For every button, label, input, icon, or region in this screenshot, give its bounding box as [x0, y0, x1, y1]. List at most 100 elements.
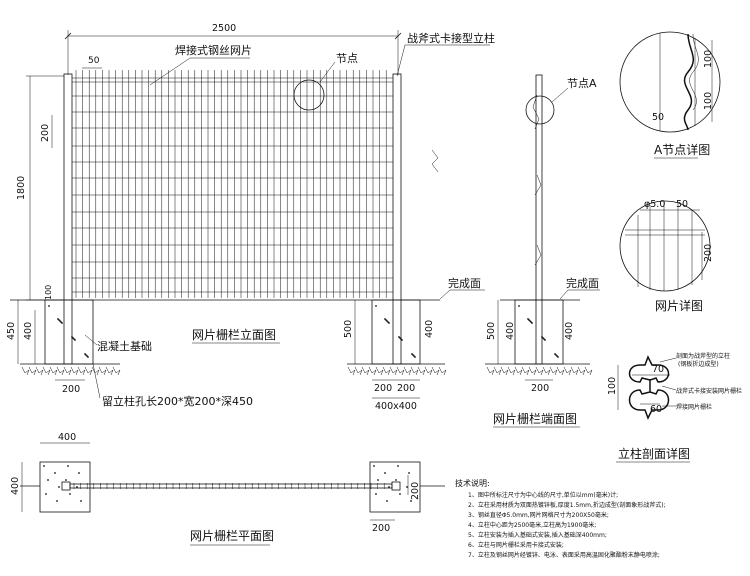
gravel-mark	[105, 366, 114, 376]
gravel-mark	[493, 366, 502, 376]
left-post	[63, 73, 73, 365]
gravel-mark	[56, 366, 65, 376]
dim-sec-60: 60	[650, 404, 662, 415]
gravel-mark	[431, 366, 440, 376]
node-a-circle	[525, 95, 555, 125]
dim-200-right-a: 200	[374, 383, 392, 394]
label-mesh: 焊接式钢丝网片	[175, 43, 252, 57]
plan-concrete-dot	[78, 472, 80, 474]
concrete-dot	[384, 318, 386, 320]
plan-concrete-dot	[69, 493, 71, 495]
gravel-mark	[556, 366, 565, 376]
dim-height: 1800	[16, 176, 27, 200]
dim-sec-70: 70	[652, 364, 664, 375]
plan-concrete-dot	[373, 465, 375, 467]
plan-mesh-ticks	[73, 483, 385, 489]
gravel-mark	[424, 366, 433, 376]
plan-hatch	[43, 465, 412, 502]
gravel-mark	[570, 366, 579, 376]
gravel-mark	[63, 366, 72, 376]
gravel-mark	[438, 366, 447, 376]
plan-concrete-dot	[406, 486, 408, 488]
gravel-mark	[77, 366, 86, 376]
gravel-mark	[417, 366, 426, 376]
caption-plan: 网片栅栏平面图	[190, 528, 274, 543]
mesh-verticals	[75, 70, 387, 298]
gravel-mark	[49, 366, 58, 376]
dim-node-100a: 100	[703, 50, 714, 68]
concrete-dot	[527, 318, 529, 320]
gravel-mark	[35, 366, 44, 376]
plan-concrete-dot	[375, 493, 377, 495]
plan-post-left	[61, 481, 71, 491]
note-item: 3、钢丝直径Φ5.0mm,网片网格尺寸为200X50毫米;	[468, 511, 609, 519]
gravel-mark	[84, 366, 93, 376]
concrete-dot	[48, 305, 50, 307]
dim-sec-100: 100	[607, 377, 618, 395]
dim-400-end: 400	[505, 322, 516, 340]
mesh-detail: φ5.0 50 200 网片详图	[619, 199, 714, 313]
dim-width: 2500	[212, 23, 236, 34]
concrete-dot	[375, 305, 377, 307]
caption-mesh: 网片详图	[655, 298, 703, 313]
plan-post-right	[391, 481, 401, 491]
gravel-mark	[389, 366, 398, 376]
plan-concrete-dot	[65, 479, 67, 481]
dim-node-50: 50	[652, 112, 664, 123]
label-hole: 留立柱孔长200*宽200*深450	[102, 394, 253, 408]
plan-concrete-dot	[388, 486, 390, 488]
end-post	[535, 74, 543, 365]
node-detail-circle	[619, 31, 721, 133]
dim-phi: φ5.0	[644, 199, 665, 210]
note-item: 6、立柱与网片栅栏采用卡接式安装;	[468, 541, 564, 549]
gravel-mark	[521, 366, 530, 376]
dim-400-right: 400	[424, 320, 435, 338]
plan-concrete-dot	[410, 500, 412, 502]
plan-concrete-dot	[399, 493, 401, 495]
node-detail: 100 100 50 A节点详图	[619, 31, 721, 159]
gravel-mark	[91, 366, 100, 376]
dim-plan-400a: 400	[58, 432, 76, 443]
plan-concrete-dot	[408, 472, 410, 474]
note-sec-2: 战斧式卡接安装网片栅栏	[676, 387, 742, 395]
dim-spacing: 50	[88, 56, 100, 66]
concrete-dot	[554, 353, 556, 355]
gravel-mark	[584, 366, 593, 376]
note-item: 2、立柱采用材质为双面热镀锌板,厚度1.5mm,折边成型(剖面象形战斧式);	[468, 501, 666, 509]
dim-500-right: 500	[343, 320, 354, 338]
concrete-dot	[84, 353, 86, 355]
gravel-mark	[42, 366, 51, 376]
plan-concrete-dot	[397, 465, 399, 467]
gravel-mark	[486, 366, 495, 376]
post-section: 70 100 60 剖面为战斧型的立柱 (钢板折边成型) 战斧式卡接安装网片栅栏…	[607, 352, 742, 463]
gravel-mark	[361, 366, 370, 376]
note-item: 5、立柱安装为插入基础式安装,插入基础深400mm;	[468, 531, 607, 539]
mesh-detail-circle	[619, 200, 711, 292]
concrete-dot	[57, 318, 59, 320]
gravel-mark	[375, 366, 384, 376]
gravel-mark	[382, 366, 391, 376]
plan-concrete-dot	[80, 500, 82, 502]
mesh-horizontals	[72, 77, 393, 293]
technical-notes: 技术说明: 1、图中所标注尺寸为中心线的尺寸,单位以mm(毫米)计; 2、立柱采…	[455, 478, 666, 559]
caption-elevation: 网片栅栏立面图	[192, 327, 276, 342]
dim-mesh-200: 200	[703, 244, 714, 262]
gravel-mark	[98, 366, 107, 376]
dim-plan-400b: 400	[10, 477, 21, 495]
dim-panel: 200	[40, 124, 51, 142]
gravel-mark	[500, 366, 509, 376]
plan-concrete-dot	[45, 493, 47, 495]
post-profile	[628, 355, 670, 420]
gravel-mark	[563, 366, 572, 376]
dim-400x400: 400x400	[375, 401, 417, 412]
dim-foot-450: 450	[6, 322, 17, 340]
dim-mesh-50: 50	[676, 199, 688, 210]
notes-title: 技术说明:	[455, 478, 490, 488]
note-sec-3: 焊接网片栅栏	[676, 403, 712, 411]
dim-foot-200: 200	[62, 384, 80, 395]
gravel-mark	[410, 366, 419, 376]
dim-200-end: 200	[531, 383, 549, 394]
gravel-mark	[396, 366, 405, 376]
gravel-mark	[507, 366, 516, 376]
plan-concrete-dot	[58, 486, 60, 488]
